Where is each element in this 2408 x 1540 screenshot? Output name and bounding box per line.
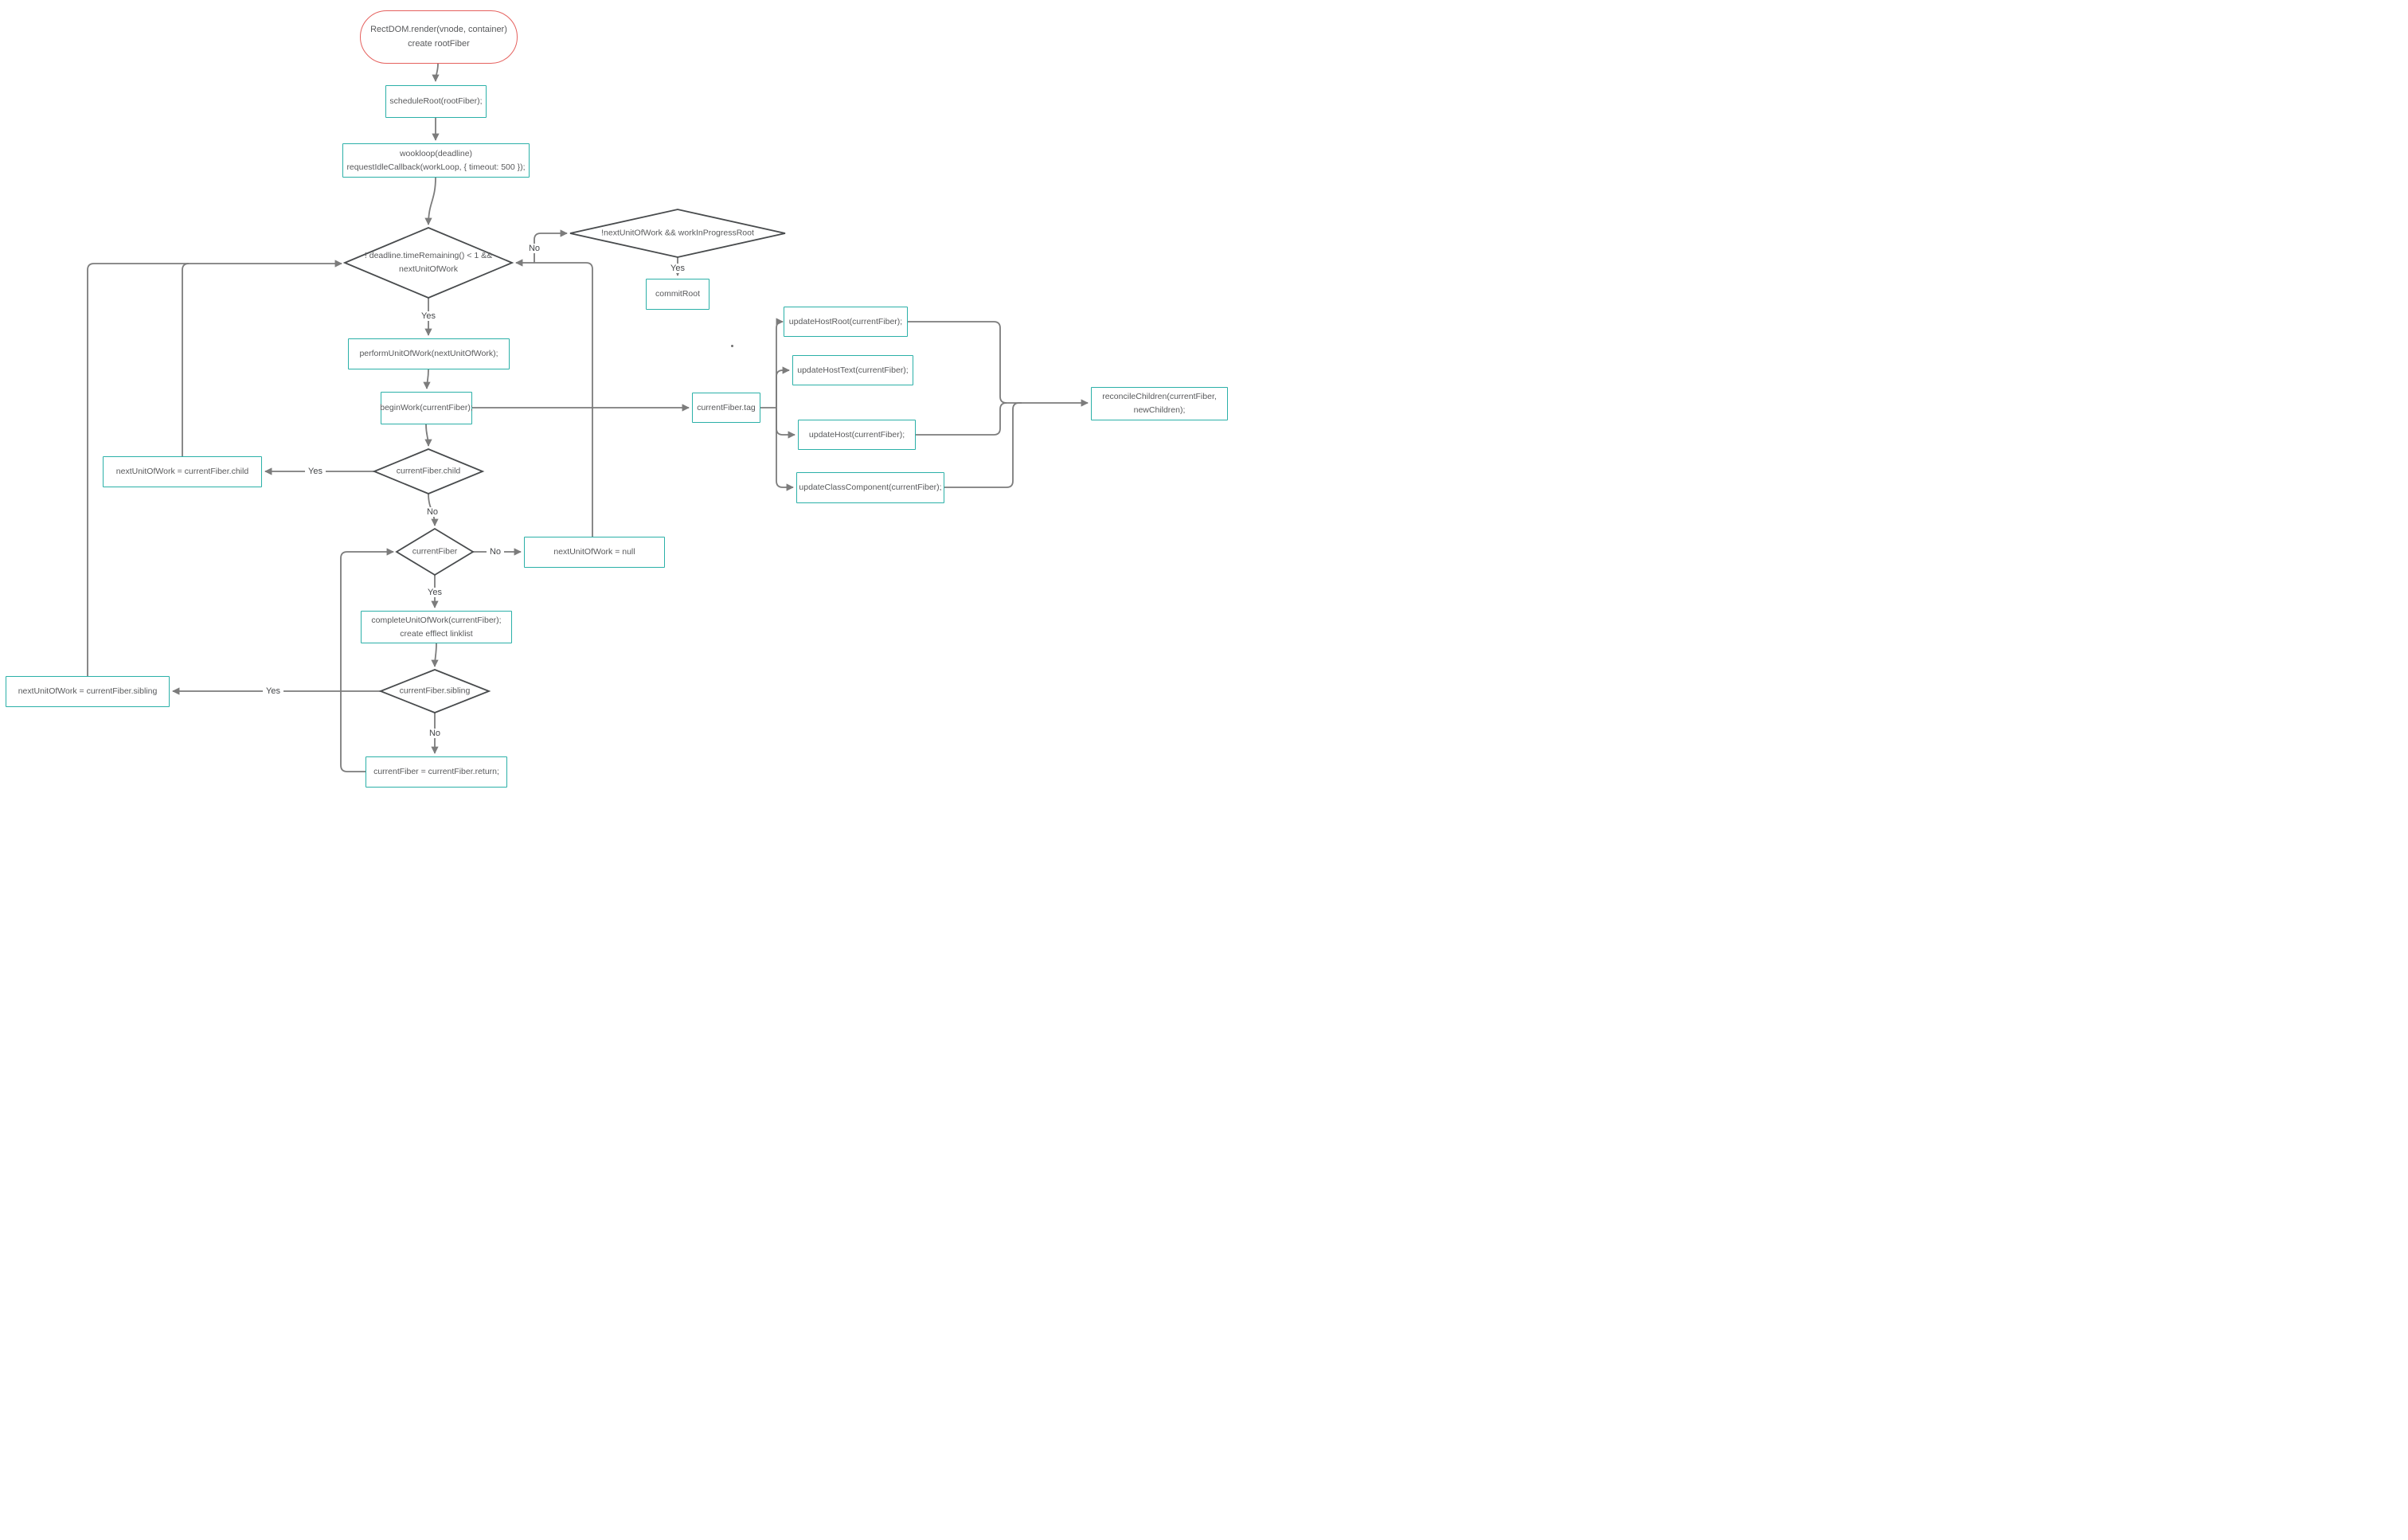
stray-dot-artifact [731, 345, 733, 347]
edge-label-sibling-yes: Yes [263, 686, 283, 696]
edge-return-loop-to-fibercheck [340, 548, 394, 772]
edge-beginwork-to-childcheck [424, 424, 432, 447]
edge-nextsibling-loop-to-loopcheck [87, 260, 342, 676]
edge-complete-to-siblingcheck [431, 643, 439, 667]
node-workloop: wookloop(deadline) requestIdleCallback(w… [342, 143, 530, 178]
edge-label-loop-no: No [525, 244, 544, 253]
edge-label-fiber-yes: Yes [424, 588, 445, 597]
edge-updatehost-to-reconcile [916, 402, 1007, 436]
diamond-sibling-condition [378, 669, 491, 713]
node-next-unit-null: nextUnitOfWork = null [524, 537, 665, 568]
edge-workloop-to-loopcheck [424, 177, 436, 225]
edge-label-sibling-no: No [425, 729, 444, 738]
node-update-host: updateHost(currentFiber); [798, 420, 916, 450]
connector-layer [87, 63, 1089, 772]
node-complete-unit-of-work: completeUnitOfWork(currentFiber); create… [361, 611, 512, 643]
edge-perform-to-beginwork [423, 369, 431, 389]
diamond-fiber-condition [395, 527, 475, 577]
node-commit-root: commitRoot [646, 279, 710, 310]
node-reconcile-children: reconcileChildren(currentFiber, newChild… [1091, 387, 1228, 420]
edge-label-loop-yes: Yes [418, 311, 439, 321]
node-start: RectDOM.render(vnode, container) create … [360, 10, 518, 64]
node-update-host-text: updateHostText(currentFiber); [792, 355, 913, 385]
edge-fibertag-to-updateclasscomponent [776, 408, 794, 491]
edge-label-commit-yes: Yes [667, 264, 688, 273]
edge-label-child-no: No [423, 507, 442, 517]
edge-label-fiber-no: No [486, 547, 505, 557]
label-sibling-condition: currentFiber.sibling [399, 686, 471, 696]
label-commit-condition: !nextUnitOfWork && workInProgressRoot [601, 228, 754, 238]
label-child-condition: currentFiber.child [396, 466, 461, 476]
edge-updatehostroot-to-reconcile [908, 321, 1089, 407]
label-fiber-condition: currentFiber [412, 546, 458, 557]
edge-fibertag-to-updatehost [776, 408, 796, 439]
diamond-child-condition [372, 448, 485, 494]
label-loop-condition: ! deadline.timeRemaining() < 1 && nextUn… [364, 251, 493, 274]
flowchart-canvas: RectDOM.render(vnode, container) create … [0, 0, 1231, 791]
edge-updateclasscomponent-to-reconcile [944, 402, 1022, 488]
edge-start-to-scheduleroot [432, 63, 440, 82]
edge-nextnull-loop-to-loopcheck [515, 259, 593, 537]
node-update-class-component: updateClassComponent(currentFiber); [796, 472, 944, 503]
node-update-host-root: updateHostRoot(currentFiber); [784, 307, 908, 337]
edge-nextchild-loop-up [182, 263, 190, 456]
node-current-fiber-return: currentFiber = currentFiber.return; [366, 756, 507, 788]
edge-loopcheck-no-to-commitcheck [534, 229, 568, 263]
diamond-loop-condition [342, 227, 514, 299]
diamond-commit-condition [569, 209, 786, 258]
node-next-unit-child: nextUnitOfWork = currentFiber.child [103, 456, 262, 487]
edge-fibertag-to-updatehosttext [776, 366, 790, 408]
node-current-fiber-tag: currentFiber.tag [692, 393, 760, 423]
edge-label-child-yes: Yes [305, 467, 326, 476]
node-perform-unit-of-work: performUnitOfWork(nextUnitOfWork); [348, 338, 510, 369]
edge-fibertag-to-updatehostroot [776, 318, 784, 408]
node-begin-work: beginWork(currentFiber); [380, 392, 473, 424]
node-next-unit-sibling: nextUnitOfWork = currentFiber.sibling [6, 676, 170, 707]
node-schedule-root: scheduleRoot(rootFiber); [385, 85, 487, 118]
